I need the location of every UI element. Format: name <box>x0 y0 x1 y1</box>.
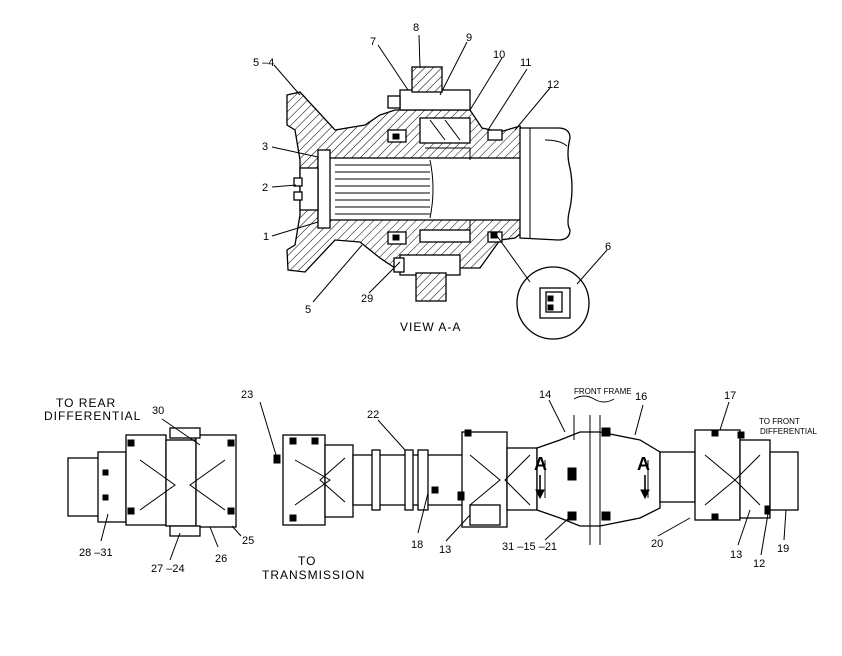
callout-23: 23 <box>241 389 253 401</box>
front-frame-label: FRONT FRAME <box>574 387 632 396</box>
callout-13-right: 13 <box>730 549 742 561</box>
callout-10: 10 <box>493 49 505 61</box>
callout-3: 3 <box>262 141 268 153</box>
callout-5: 5 <box>305 304 311 316</box>
callout-6: 6 <box>605 241 611 253</box>
callout-19: 19 <box>777 543 789 555</box>
callout-29: 29 <box>361 293 373 305</box>
callout-1: 1 <box>263 231 269 243</box>
callout-18: 18 <box>411 539 423 551</box>
callout-22: 22 <box>367 409 379 421</box>
section-marker-right: A <box>637 454 650 474</box>
callout-30: 30 <box>152 405 164 417</box>
callout-13-mid: 13 <box>439 544 451 556</box>
drive-shaft-tube <box>352 449 466 511</box>
callout-8: 8 <box>413 22 419 34</box>
callout-25: 25 <box>242 535 254 547</box>
callout-14: 14 <box>539 389 551 401</box>
bearings <box>387 117 503 245</box>
front-universal-joint <box>659 429 799 521</box>
callout-9: 9 <box>466 32 472 44</box>
callout-17: 17 <box>724 390 736 402</box>
rear-universal-joint <box>67 427 237 537</box>
callout-2: 2 <box>262 182 268 194</box>
callout-12-right: 12 <box>753 558 765 570</box>
center-support-bearing <box>536 395 661 545</box>
callout-16: 16 <box>635 391 647 403</box>
callout-5-4: 5 –4 <box>253 57 274 69</box>
callout-26: 26 <box>215 553 227 565</box>
to-transmission-label-line1: TO <box>298 554 316 568</box>
transmission-universal-joint <box>273 434 354 526</box>
view-a-a-section <box>286 66 590 340</box>
to-front-label-line1: TO FRONT <box>759 417 800 426</box>
to-front-label-line2: DIFFERENTIAL <box>760 427 817 436</box>
section-arrows <box>535 475 650 500</box>
callout-27-24: 27 –24 <box>151 563 185 575</box>
section-marker-left: A <box>534 454 547 474</box>
callout-11: 11 <box>520 57 531 69</box>
bottom-callout-leaders <box>100 399 787 561</box>
to-rear-label-line1: TO REAR <box>56 396 116 410</box>
center-universal-joint <box>431 429 538 528</box>
callout-28-31: 28 –31 <box>79 547 113 559</box>
to-rear-label-line2: DIFFERENTIAL <box>44 409 141 423</box>
callout-20: 20 <box>651 538 663 550</box>
callout-31-15-21: 31 –15 –21 <box>502 541 557 553</box>
view-caption: VIEW A-A <box>400 320 461 334</box>
to-transmission-label-line2: TRANSMISSION <box>262 568 365 582</box>
callout-7: 7 <box>370 36 376 48</box>
top-callout-leaders <box>271 34 608 303</box>
callout-12-top: 12 <box>547 79 559 91</box>
